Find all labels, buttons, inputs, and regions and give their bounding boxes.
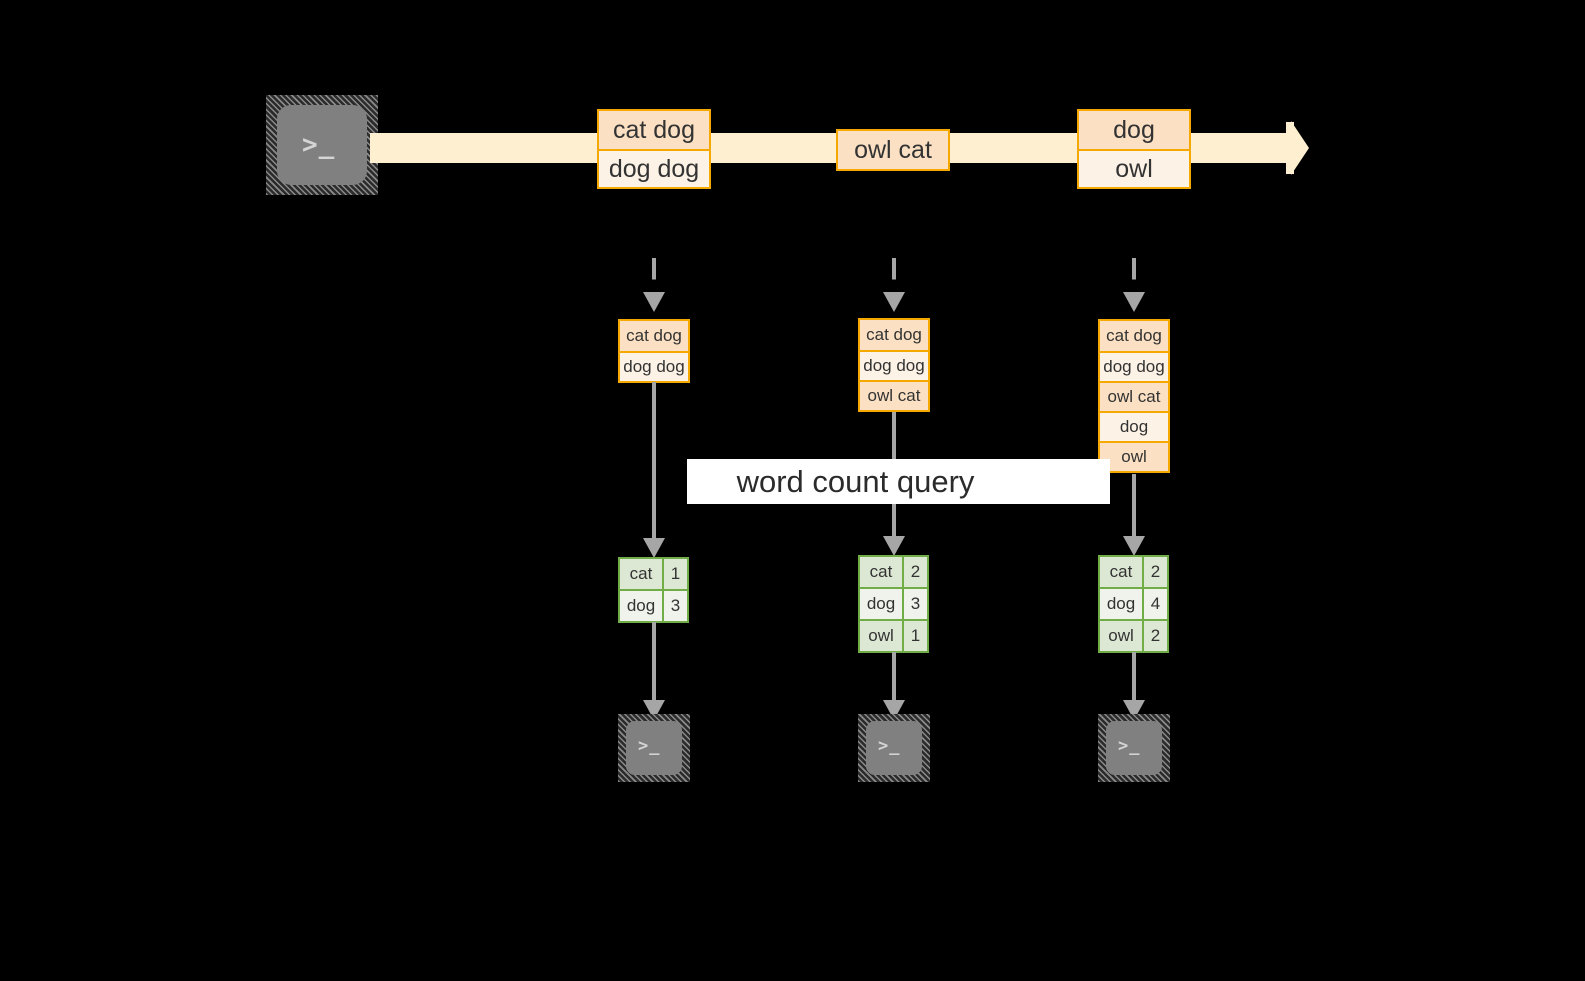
sink-terminal-3[interactable]: >_	[1098, 714, 1170, 782]
query-connector-3	[1132, 474, 1136, 538]
result-row: owl 1	[860, 619, 927, 651]
result-word: owl	[1100, 621, 1142, 651]
result-row: dog 4	[1100, 587, 1167, 619]
feed-connector-2	[892, 258, 896, 294]
stream-record-1[interactable]: cat dog dog dog	[597, 109, 711, 189]
sink-terminal-1[interactable]: >_	[618, 714, 690, 782]
result-row: dog 3	[860, 587, 927, 619]
snapshot-1[interactable]: cat dog dog dog	[618, 319, 690, 383]
feed-arrow-head-icon-1	[643, 292, 665, 312]
result-row: owl 2	[1100, 619, 1167, 651]
query-label: word count query	[687, 459, 1110, 504]
result-3[interactable]: cat 2 dog 4 owl 2	[1098, 555, 1169, 653]
result-count: 2	[902, 557, 927, 587]
snapshot-line: cat dog	[860, 320, 928, 350]
snapshot-line: dog dog	[1100, 351, 1168, 381]
snapshot-line: cat dog	[620, 321, 688, 351]
result-row: cat 1	[620, 559, 687, 589]
record-line: cat dog	[599, 111, 709, 149]
terminal-face	[866, 721, 922, 775]
sink-connector-2	[892, 652, 896, 702]
query-connector-1	[652, 382, 656, 540]
sink-connector-3	[1132, 652, 1136, 702]
stream-arrow-head-icon	[1291, 121, 1309, 175]
sink-connector-1	[652, 622, 656, 702]
result-row: cat 2	[1100, 557, 1167, 587]
stream-record-2[interactable]: owl cat	[836, 129, 950, 171]
query-label-text: word count query	[736, 463, 975, 499]
terminal-prompt-icon: >_	[1118, 736, 1141, 756]
result-word: owl	[860, 621, 902, 651]
record-line: dog	[1079, 111, 1189, 149]
result-word: cat	[1100, 557, 1142, 587]
record-line: dog dog	[599, 149, 709, 187]
terminal-face	[626, 721, 682, 775]
query-arrow-head-icon-1	[643, 538, 665, 558]
query-arrow-head-icon-2	[883, 536, 905, 556]
result-count: 4	[1142, 589, 1167, 619]
result-count: 3	[902, 589, 927, 619]
terminal-face	[1106, 721, 1162, 775]
record-line: owl cat	[838, 131, 948, 169]
feed-arrow-head-icon-3	[1123, 292, 1145, 312]
result-count: 3	[662, 591, 687, 621]
feed-connector-3	[1132, 258, 1136, 294]
result-count: 1	[902, 621, 927, 651]
result-word: dog	[620, 591, 662, 621]
snapshot-line: dog dog	[860, 350, 928, 380]
feed-arrow-head-icon-2	[883, 292, 905, 312]
result-2[interactable]: cat 2 dog 3 owl 1	[858, 555, 929, 653]
result-word: dog	[1100, 589, 1142, 619]
snapshot-line: owl cat	[1100, 381, 1168, 411]
result-word: cat	[860, 557, 902, 587]
stream-arrow-head-base	[1286, 122, 1294, 174]
result-count: 2	[1142, 557, 1167, 587]
stream-record-3[interactable]: dog owl	[1077, 109, 1191, 189]
source-terminal[interactable]: >_	[266, 95, 378, 195]
result-word: dog	[860, 589, 902, 619]
terminal-prompt-icon: >_	[638, 736, 661, 756]
snapshot-line: dog dog	[620, 351, 688, 381]
terminal-prompt-icon: >_	[878, 736, 901, 756]
result-count: 1	[662, 559, 687, 589]
result-1[interactable]: cat 1 dog 3	[618, 557, 689, 623]
snapshot-line: owl cat	[860, 380, 928, 410]
snapshot-3[interactable]: cat dog dog dog owl cat dog owl	[1098, 319, 1170, 473]
feed-connector-1	[652, 258, 656, 294]
result-row: dog 3	[620, 589, 687, 621]
terminal-prompt-icon: >_	[302, 130, 336, 160]
result-word: cat	[620, 559, 662, 589]
snapshot-line: owl	[1100, 441, 1168, 471]
snapshot-2[interactable]: cat dog dog dog owl cat	[858, 318, 930, 412]
result-count: 2	[1142, 621, 1167, 651]
record-line: owl	[1079, 149, 1189, 187]
snapshot-line: cat dog	[1100, 321, 1168, 351]
result-row: cat 2	[860, 557, 927, 587]
sink-terminal-2[interactable]: >_	[858, 714, 930, 782]
terminal-face	[277, 105, 367, 185]
snapshot-line: dog	[1100, 411, 1168, 441]
query-arrow-head-icon-3	[1123, 536, 1145, 556]
